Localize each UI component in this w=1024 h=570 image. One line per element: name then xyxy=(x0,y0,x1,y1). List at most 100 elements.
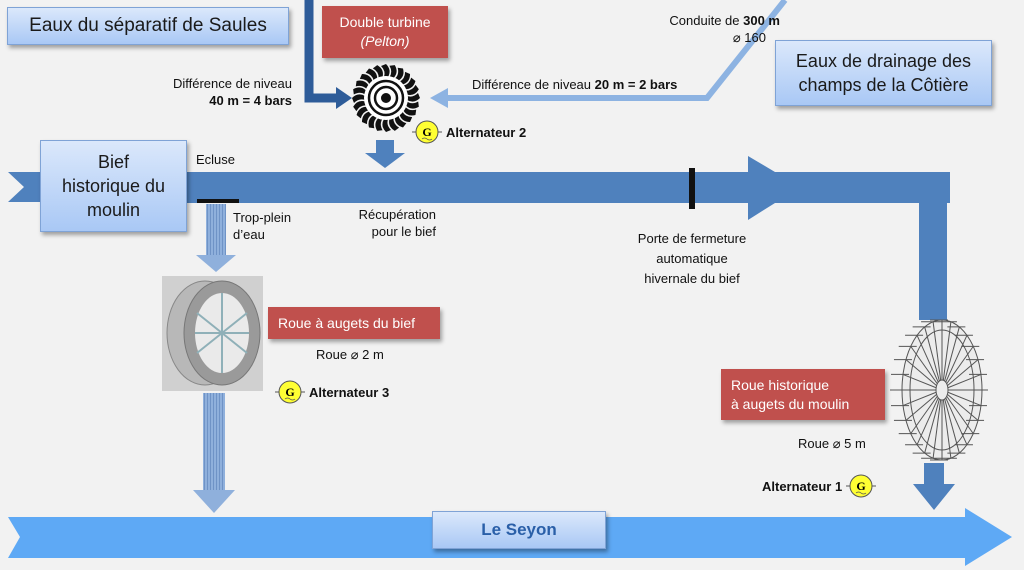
trop-plein-arrow-shaft xyxy=(206,204,226,259)
bief-wheel-box: Roue à augets du bief xyxy=(268,307,440,339)
turbine-bucket xyxy=(405,84,419,95)
wheel-spoke xyxy=(924,398,940,454)
turbine-bucket xyxy=(389,65,397,79)
turbine-bucket xyxy=(403,106,417,116)
trop-plein-line1: Trop-plein xyxy=(233,210,292,225)
turbine-bucket xyxy=(399,71,411,85)
bief-wheel-label: Roue à augets du bief xyxy=(278,315,415,331)
diff-20-eq: = xyxy=(624,77,640,92)
recuperation-label: Récupération pour le bief xyxy=(340,206,436,240)
wheel-spoke xyxy=(944,326,960,382)
wheel-spoke xyxy=(916,335,939,383)
wheel-spoke xyxy=(905,393,937,421)
wheel-spoke xyxy=(942,321,952,381)
alternateur-2-label: Alternateur 2 xyxy=(446,124,527,140)
svg-text:G: G xyxy=(285,385,294,399)
wheel-spoke xyxy=(932,399,942,459)
turbine-bucket xyxy=(368,115,378,129)
diff-20-m: 20 m xyxy=(594,77,625,92)
pelton-turbine-icon xyxy=(352,64,420,132)
wheel-spoke xyxy=(902,391,937,407)
alternateur-3-label: Alternateur 3 xyxy=(309,384,390,400)
wheel-spoke xyxy=(947,359,979,387)
seyon-box: Le Seyon xyxy=(432,511,606,549)
separatif-arrowhead xyxy=(336,87,352,109)
porte-line3: hivernale du bief xyxy=(644,271,740,286)
generator-2: G Alternateur 2 xyxy=(412,117,526,147)
wheel-spoke xyxy=(932,321,942,381)
turbine-bucket xyxy=(356,106,369,119)
conduite-label: Conduite de 300 m ⌀ 160 xyxy=(590,12,780,46)
ecluse-gate xyxy=(197,199,239,203)
turbine-bucket xyxy=(405,101,419,109)
historic-wheel-box: Roue historique à augets du moulin xyxy=(721,369,885,420)
turbine-bucket xyxy=(352,94,365,103)
bief-label-line3: moulin xyxy=(86,200,141,220)
wheel-spoke xyxy=(924,326,940,382)
turbine-bucket xyxy=(353,101,367,112)
turbine-bucket xyxy=(407,93,420,102)
turbine-bucket xyxy=(381,64,390,77)
turbine-bucket xyxy=(382,119,391,132)
seyon-label: Le Seyon xyxy=(481,520,557,539)
wheel-spoke xyxy=(905,359,937,387)
recuperation-arrowhead xyxy=(365,153,405,168)
generator-icon: G xyxy=(275,380,305,404)
diff-40-label: Différence de niveau 40 m = 4 bars xyxy=(140,75,292,109)
porte-line2: automatique xyxy=(656,251,728,266)
turbine-bucket xyxy=(394,67,404,81)
wheel-spoke xyxy=(946,395,974,434)
wheel-spoke xyxy=(945,335,968,383)
conduite-length: 300 m xyxy=(743,13,780,28)
turbine-bucket xyxy=(403,77,416,90)
roue-5m-label: Roue ⌀ 5 m xyxy=(798,436,866,451)
turbine-bucket xyxy=(372,65,383,79)
separatif-pipe xyxy=(304,0,340,103)
bief-label-line2: historique du xyxy=(61,176,166,196)
alternateur-1-label: Alternateur 1 xyxy=(762,478,843,494)
turbine-bucket xyxy=(353,87,367,95)
generator-icon: G xyxy=(846,474,877,498)
drainage-label-line1: Eaux de drainage des xyxy=(795,51,972,71)
diff-20-prefix: Différence de niveau xyxy=(472,77,595,92)
turbine-bucket xyxy=(375,117,383,131)
wheel-spoke xyxy=(947,391,982,407)
turbine-subtitle: (Pelton) xyxy=(360,33,410,49)
recuperation-line2: pour le bief xyxy=(371,224,436,239)
turbine-bucket xyxy=(359,73,373,85)
historic-wheel-label-line2: à augets du moulin xyxy=(731,395,850,412)
turbine-box: Double turbine (Pelton) xyxy=(322,6,448,58)
diff-40-line1: Différence de niveau xyxy=(172,76,292,91)
historic-wheel-outflow-shaft xyxy=(924,463,944,485)
wheel-spoke xyxy=(916,397,939,445)
trop-plein-label: Trop-plein d’eau xyxy=(233,209,291,243)
turbine-title: Double turbine xyxy=(339,14,431,30)
bief-box: Bief historique du moulin xyxy=(40,140,187,232)
bief-channel-down xyxy=(919,172,947,320)
bief-wheel-outflow-shaft xyxy=(203,393,225,493)
trop-plein-line2: d’eau xyxy=(233,227,265,242)
diff-40-value: 40 m = 4 bars xyxy=(209,93,292,108)
separatif-source-box: Eaux du séparatif de Saules xyxy=(7,7,289,45)
bief-channel-arrow xyxy=(8,172,40,202)
bief-label-line1: Bief xyxy=(97,152,130,172)
turbine-bucket xyxy=(361,111,373,125)
bief-channel xyxy=(40,172,950,203)
generator-1: Alternateur 1 G xyxy=(762,471,877,501)
drainage-pipe xyxy=(448,0,788,101)
diff-20-bars: 2 bars xyxy=(639,77,678,92)
svg-text:G: G xyxy=(857,479,866,493)
drainage-arrowhead xyxy=(430,88,448,108)
historic-wheel-icon xyxy=(890,319,988,461)
separatif-label: Eaux du séparatif de Saules xyxy=(29,15,267,36)
wheel-spoke xyxy=(902,373,937,389)
roue-2m-label: Roue ⌀ 2 m xyxy=(316,347,384,362)
turbine-bucket xyxy=(365,68,378,81)
bief-wheel-icon xyxy=(162,276,263,391)
trop-plein-arrowhead xyxy=(196,255,236,272)
wheel-spoke xyxy=(910,395,938,434)
turbine-bucket xyxy=(394,115,407,128)
generator-icon: G xyxy=(412,120,442,144)
winter-gate xyxy=(689,168,695,209)
conduite-diameter: ⌀ 160 xyxy=(732,30,766,45)
